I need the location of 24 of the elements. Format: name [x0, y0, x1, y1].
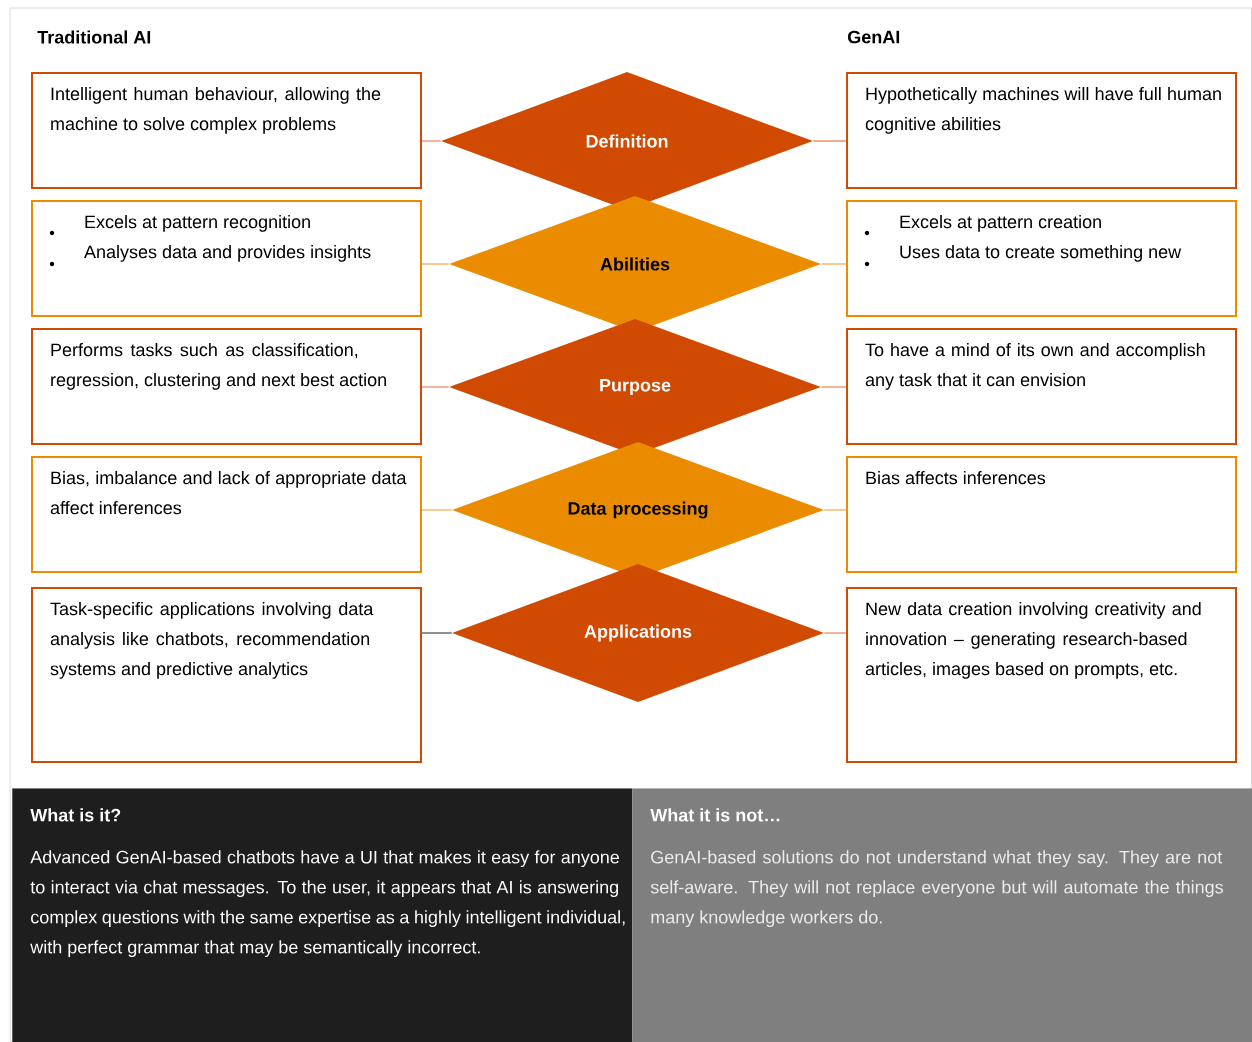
comparison-box: Task-specific applications involving data analysis like chatbots, recommendation systems and predictive analytics — [31, 587, 422, 763]
column-heading: GenAI — [848, 30, 900, 44]
comparison-box: To have a mind of its own and accomplish any task that it can envision — [846, 328, 1237, 445]
comparison-box: Excels at pattern creation Uses data to create something new — [846, 200, 1237, 317]
connector-line — [812, 140, 847, 142]
connector-line — [421, 263, 450, 265]
connector-line — [823, 509, 847, 511]
comparison-box: New data creation involving creativity and innovation – generating research-based articles, images based on prompts, etc. — [846, 587, 1237, 763]
info-panel: What it is not… GenAI-based solutions do not understand what they say. They are not self-aware. They will not replace everyone but will automate the things many knowledge workers do. — [632, 788, 1252, 1042]
info-panel: What is it? Advanced GenAI-based chatbots have a UI that makes it easy for anyone to interact via chat messages. To the user, it appears that AI is answering complex questions with the same expertise as a highly intelligent individual, with perfect grammar that may be semantically incorrect. — [12, 788, 633, 1042]
comparison-box: Excels at pattern recognition Analyses data and provides insights — [31, 200, 422, 317]
comparison-box: Intelligent human behaviour, allowing the machine to solve complex problems — [31, 72, 422, 189]
connector-line — [421, 509, 453, 511]
connector-line — [823, 632, 847, 634]
connector-line — [820, 386, 847, 388]
comparison-box: Bias, imbalance and lack of appropriate data affect inferences — [31, 456, 422, 573]
connector-line — [820, 263, 847, 265]
connector-line — [421, 386, 450, 388]
connector-line — [421, 140, 442, 142]
column-heading: Traditional AI — [37, 30, 151, 44]
comparison-box: Performs tasks such as classification, regression, clustering and next best action — [31, 328, 422, 445]
comparison-box: Hypothetically machines will have full human cognitive abilities — [846, 72, 1237, 189]
connector-line — [421, 632, 453, 634]
comparison-box: Bias affects inferences — [846, 456, 1237, 573]
